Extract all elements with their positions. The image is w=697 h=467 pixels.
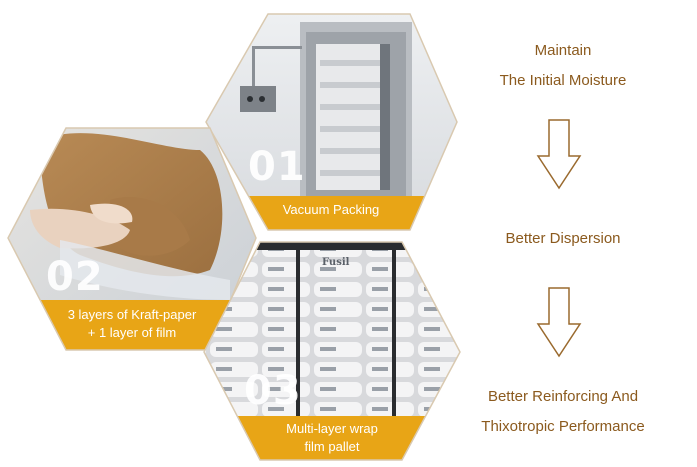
step-maintain-moisture: Maintain The Initial Moisture	[499, 42, 627, 89]
hex-number-01: 01	[248, 144, 306, 190]
step-reinforcing-thixotropic: Better Reinforcing And Thixotropic Perfo…	[481, 388, 645, 435]
caption-film-pallet: Multi-layer wrap film pallet	[286, 421, 378, 454]
down-arrow-icon	[536, 119, 582, 190]
hex-number-03: 03	[244, 368, 302, 414]
hex-number-02: 02	[46, 254, 104, 300]
caption-kraft-paper: 3 layers of Kraft-paper + 1 layer of fil…	[67, 307, 197, 340]
hex-kraft-paper-photo	[8, 128, 256, 350]
hex-pallet-photo	[204, 242, 460, 460]
bag-print-label: Fusil	[322, 257, 350, 268]
caption-vacuum-packing: Vacuum Packing	[282, 202, 380, 217]
step-better-dispersion: Better Dispersion	[505, 230, 621, 247]
down-arrow-icon	[536, 287, 582, 358]
hex-machine-photo	[206, 14, 457, 230]
